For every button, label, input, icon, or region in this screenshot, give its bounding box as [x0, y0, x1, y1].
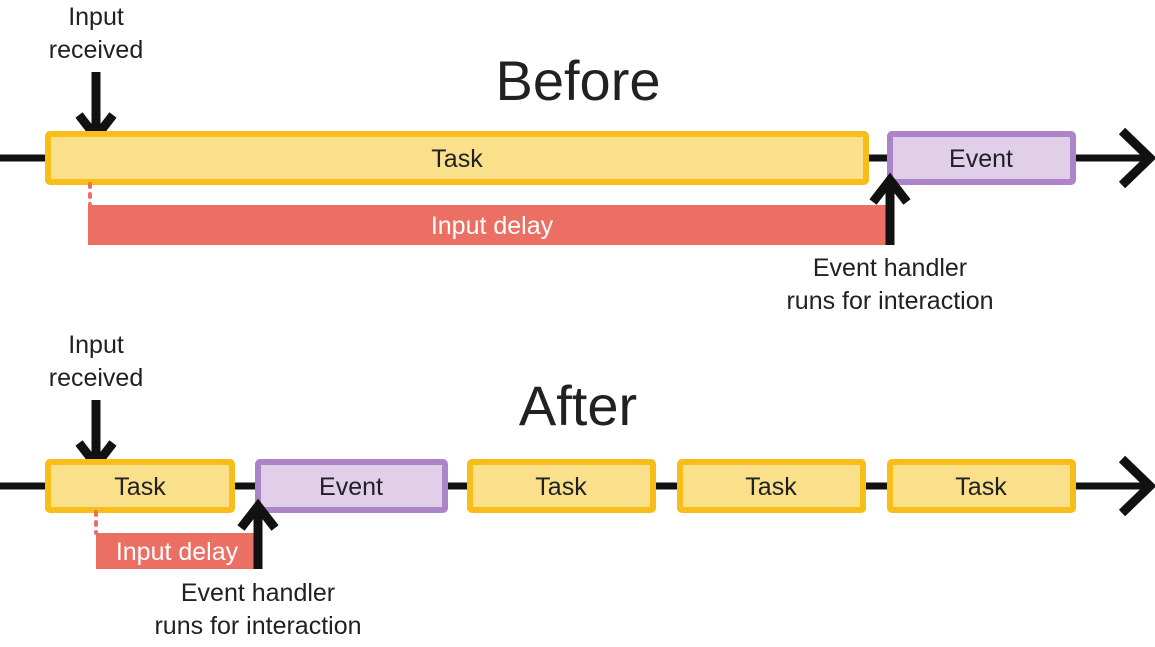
after-event-rect[interactable]	[255, 459, 448, 513]
before-event-handler-line2: runs for interaction	[786, 287, 993, 315]
before-event-handler-arrow-icon	[869, 172, 911, 245]
before-task-label: Task	[431, 145, 483, 173]
before-input-received-line1: Input	[68, 3, 124, 31]
after-task-label-2: Task	[535, 473, 587, 501]
after-task-rect-1[interactable]	[45, 459, 235, 513]
before-task-block[interactable]: Task	[45, 131, 869, 185]
before-input-received-label: Input received	[49, 3, 144, 64]
before-event-label: Event	[949, 145, 1013, 173]
after-section: Input received After Task Event	[0, 331, 1155, 640]
after-input-received-arrow-icon	[75, 400, 117, 473]
before-section: Input received Before Task Event	[0, 3, 1155, 315]
after-task-label-1: Task	[114, 473, 166, 501]
before-input-delay-rect[interactable]	[88, 205, 889, 245]
after-task-rect-3[interactable]	[677, 459, 866, 513]
before-event-rect[interactable]	[887, 131, 1076, 185]
after-task-block-4[interactable]: Task	[887, 459, 1076, 513]
after-task-block-1[interactable]: Task	[45, 459, 235, 513]
after-task-block-3[interactable]: Task	[677, 459, 866, 513]
after-input-delay-bar[interactable]: Input delay	[96, 533, 258, 569]
before-input-delay-bar[interactable]: Input delay	[88, 205, 889, 245]
after-event-handler-label: Event handler runs for interaction	[154, 579, 361, 640]
after-task-label-3: Task	[745, 473, 797, 501]
before-event-block[interactable]: Event	[887, 131, 1076, 185]
after-input-delay-label: Input delay	[116, 538, 239, 566]
after-track-end-arrow-icon	[1069, 455, 1155, 517]
after-input-received-line1: Input	[68, 331, 124, 359]
after-event-label: Event	[319, 473, 383, 501]
after-event-handler-arrow-icon	[237, 498, 279, 569]
after-task-rect-4[interactable]	[887, 459, 1076, 513]
after-task-rect-2[interactable]	[467, 459, 656, 513]
before-event-handler-label: Event handler runs for interaction	[786, 254, 993, 315]
before-track-end-arrow-icon	[1069, 127, 1155, 189]
after-event-block[interactable]: Event	[255, 459, 448, 513]
after-task-block-2[interactable]: Task	[467, 459, 656, 513]
before-task-rect[interactable]	[45, 131, 869, 185]
before-event-handler-line1: Event handler	[813, 254, 967, 282]
after-event-handler-line2: runs for interaction	[154, 612, 361, 640]
before-input-received-line2: received	[49, 36, 144, 64]
after-title: After	[519, 374, 637, 437]
before-input-received-arrow-icon	[75, 72, 117, 145]
after-input-received-line2: received	[49, 364, 144, 392]
before-input-delay-label: Input delay	[431, 212, 554, 240]
after-input-received-label: Input received	[49, 331, 144, 392]
after-input-delay-rect[interactable]	[96, 533, 258, 569]
after-task-label-4: Task	[955, 473, 1007, 501]
before-title: Before	[496, 49, 661, 112]
after-event-handler-line1: Event handler	[181, 579, 335, 607]
